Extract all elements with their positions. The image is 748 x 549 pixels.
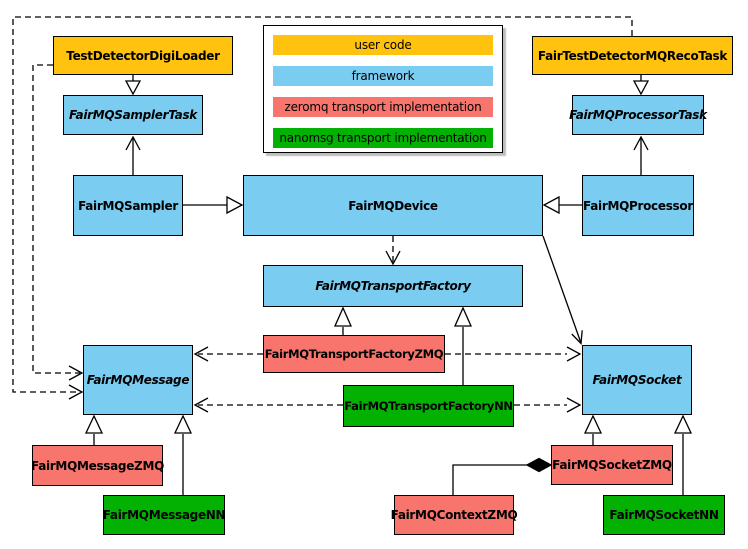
edge-factorynn-depends-socket [514, 397, 582, 413]
node-fairmqmessage: FairMQMessage [83, 345, 193, 415]
node-fairmqcontextzmq: FairMQContextZMQ [391, 495, 518, 535]
legend: user code framework zeromq transport imp… [263, 25, 503, 153]
edge-device-uses-socket [542, 235, 583, 345]
node-fairmqsocket: FairMQSocket [582, 345, 692, 415]
node-fairmqdevice: FairMQDevice [243, 175, 543, 236]
node-fairmqmessagezmq: FairMQMessageZMQ [31, 445, 164, 486]
legend-item-zeromq: zeromq transport implementation [273, 97, 493, 117]
node-testdetectordigiloader: TestDetectorDigiLoader [53, 36, 233, 75]
node-fairmqsocketzmq: FairMQSocketZMQ [551, 445, 673, 485]
edge-factorynn-depends-message [193, 397, 343, 413]
edge-factoryzmq-depends-message [193, 346, 263, 362]
edge-device-depends-transportfactory [385, 236, 401, 266]
node-fairmqmessagenn: FairMQMessageNN [103, 495, 226, 535]
node-fairmqsocketnn: FairMQSocketNN [603, 495, 725, 535]
edge-recotask-generalizes-processortask [632, 75, 650, 96]
node-fairmqtransportfactoryzmq: FairMQTransportFactoryZMQ [263, 335, 445, 373]
node-fairtestdetectormqrecotask: FairTestDetectorMQRecoTask [532, 36, 733, 75]
node-fairmqprocessor: FairMQProcessor [582, 175, 694, 236]
edge-sampler-generalizes-device [183, 195, 244, 215]
edge-factoryzmq-generalizes-transportfactory [333, 306, 353, 335]
node-fairmqtransportfactory: FairMQTransportFactory [263, 265, 523, 307]
edge-factoryzmq-depends-socket [445, 346, 582, 362]
edge-messagenn-generalizes-message [173, 414, 193, 495]
edge-processor-generalizes-device [542, 195, 582, 215]
legend-item-nanomsg: nanomsg transport implementation [273, 128, 493, 148]
edge-digiloader-generalizes-samplertask [124, 75, 142, 96]
edge-sampler-uses-samplertask [125, 135, 141, 175]
node-fairmqsamplertask: FairMQSamplerTask [63, 95, 203, 135]
edge-socketnn-generalizes-socket [673, 414, 693, 495]
node-fairmqsampler: FairMQSampler [73, 175, 183, 236]
edge-factorynn-generalizes-transportfactory [453, 306, 473, 385]
edge-contextzmq-composed-socketzmq [452, 457, 553, 495]
edge-socketzmq-generalizes-socket [583, 414, 603, 445]
edge-messagezmq-generalizes-message [84, 414, 104, 445]
legend-item-user-code: user code [273, 35, 493, 55]
edge-processor-uses-processortask [633, 135, 649, 175]
legend-item-framework: framework [273, 66, 493, 86]
node-fairmqtransportfactorynn: FairMQTransportFactoryNN [343, 385, 514, 427]
node-fairmqprocessortask: FairMQProcessorTask [569, 95, 707, 135]
